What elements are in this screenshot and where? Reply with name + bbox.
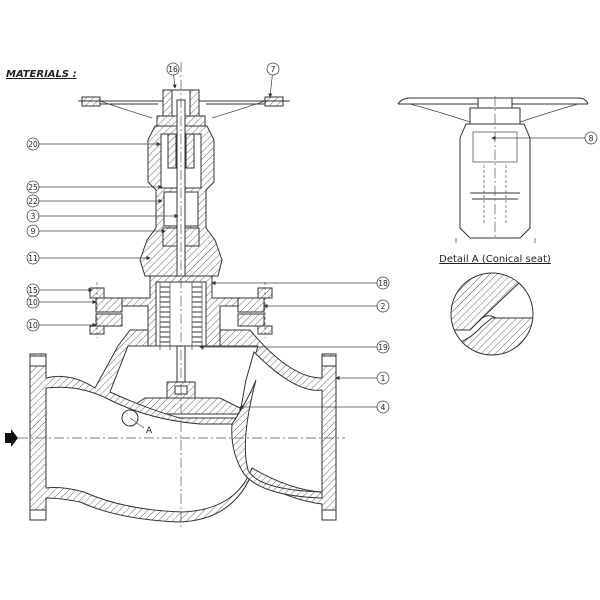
callout-8: 8 [491, 131, 598, 145]
callout-number: 4 [381, 403, 386, 412]
callout-4: 4 [239, 400, 390, 414]
callout-bubble [26, 224, 40, 238]
callout-bubble [26, 295, 40, 309]
detail-a-marker [121, 409, 139, 427]
callout-16: 16 [166, 62, 180, 89]
callout-11: 11 [26, 251, 151, 265]
callout-bubble [26, 137, 40, 151]
callout-bubble [376, 299, 390, 313]
callout-18: 18 [211, 276, 390, 290]
callout-number: 10 [28, 298, 38, 307]
callout-10: 10 [26, 318, 97, 332]
leader-line [268, 74, 273, 98]
callout-number: 15 [28, 286, 38, 295]
callout-7: 7 [266, 62, 280, 98]
callout-22: 22 [26, 194, 163, 208]
callout-number: 16 [168, 65, 178, 74]
callout-1: 1 [335, 371, 390, 385]
bellows [159, 281, 203, 350]
callout-bubble [376, 276, 390, 290]
callout-number: 8 [589, 134, 594, 143]
callout-bubble [26, 209, 40, 223]
materials-heading: MATERIALS : [6, 69, 77, 80]
callout-number: 20 [28, 140, 38, 149]
callout-25: 25 [26, 180, 163, 194]
callout-bubble [26, 180, 40, 194]
callout-19: 19 [199, 340, 390, 354]
callout-number: 22 [28, 197, 38, 206]
callout-bubble [266, 62, 280, 76]
callout-2: 2 [263, 299, 390, 313]
main-section-view [18, 62, 345, 530]
callout-number: 19 [378, 343, 388, 352]
flow-arrow-icon [5, 429, 18, 447]
callout-9: 9 [26, 224, 166, 238]
callout-number: 7 [271, 65, 276, 74]
callout-number: 3 [31, 212, 36, 221]
detail-view: Detail A (Conical seat) [397, 96, 589, 356]
callout-bubble [26, 194, 40, 208]
callout-number: 10 [28, 321, 38, 330]
detail-section-mark: A [146, 426, 153, 436]
callout-20: 20 [26, 137, 161, 151]
callout-bubble [376, 400, 390, 414]
callout-number: 18 [378, 279, 388, 288]
callout-number: 9 [31, 227, 36, 236]
callout-3: 3 [26, 209, 179, 223]
callout-bubble [584, 131, 598, 145]
callout-number: 1 [381, 374, 386, 383]
detail-title: Detail A (Conical seat) [439, 254, 551, 265]
conical-seat-detail [451, 273, 533, 355]
leader-line [172, 74, 177, 89]
callout-number: 25 [28, 183, 38, 192]
callout-bubble [26, 251, 40, 265]
callout-layer: 16 7 20 25 22 3 9 11 15 10 10 18 2 19 1 4 8 [26, 62, 598, 414]
callout-number: 2 [381, 302, 386, 311]
callout-bubble [26, 318, 40, 332]
callout-bubble [376, 371, 390, 385]
callout-number: 11 [28, 254, 38, 263]
callout-10: 10 [26, 295, 97, 309]
callout-bubble [376, 340, 390, 354]
callout-bubble [166, 62, 180, 76]
callout-15: 15 [26, 283, 93, 297]
